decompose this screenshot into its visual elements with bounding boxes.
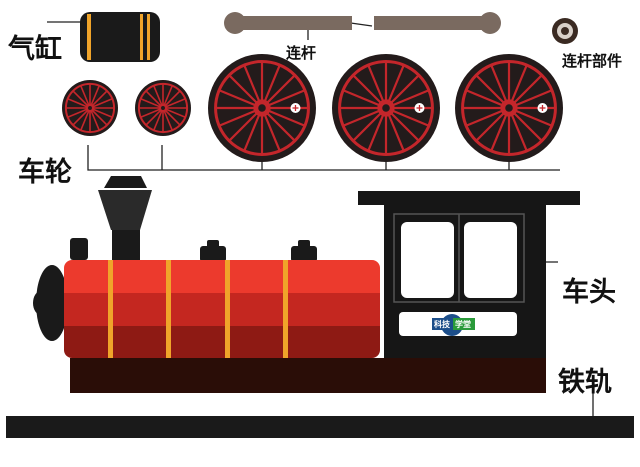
cab-label: 车头 bbox=[562, 277, 616, 308]
rod-joint-part bbox=[552, 18, 578, 44]
wheel bbox=[62, 80, 118, 136]
rail bbox=[6, 416, 634, 438]
badge-right-text: 学堂 bbox=[455, 320, 471, 329]
cylinder-part bbox=[80, 12, 160, 62]
wheel bbox=[208, 54, 316, 162]
connecting-rod-part-label: 连杆部件 bbox=[562, 52, 623, 70]
connecting-rod-part bbox=[224, 12, 501, 34]
rail-label: 铁轨 bbox=[558, 367, 612, 398]
front-head bbox=[33, 238, 88, 341]
chassis bbox=[70, 358, 546, 393]
wheel-set bbox=[62, 54, 563, 162]
boiler bbox=[64, 260, 380, 358]
wheels-label: 车轮 bbox=[18, 157, 72, 188]
cab bbox=[358, 191, 580, 358]
badge-logo bbox=[432, 314, 475, 336]
wheel bbox=[455, 54, 563, 162]
wheel bbox=[332, 54, 440, 162]
smokestack bbox=[98, 176, 152, 262]
wheel bbox=[135, 80, 191, 136]
badge-left-text: 科技 bbox=[434, 320, 450, 329]
connecting-rod-label: 连杆 bbox=[286, 44, 317, 62]
cylinder-label: 气缸 bbox=[8, 34, 62, 65]
steam-domes bbox=[200, 240, 317, 262]
